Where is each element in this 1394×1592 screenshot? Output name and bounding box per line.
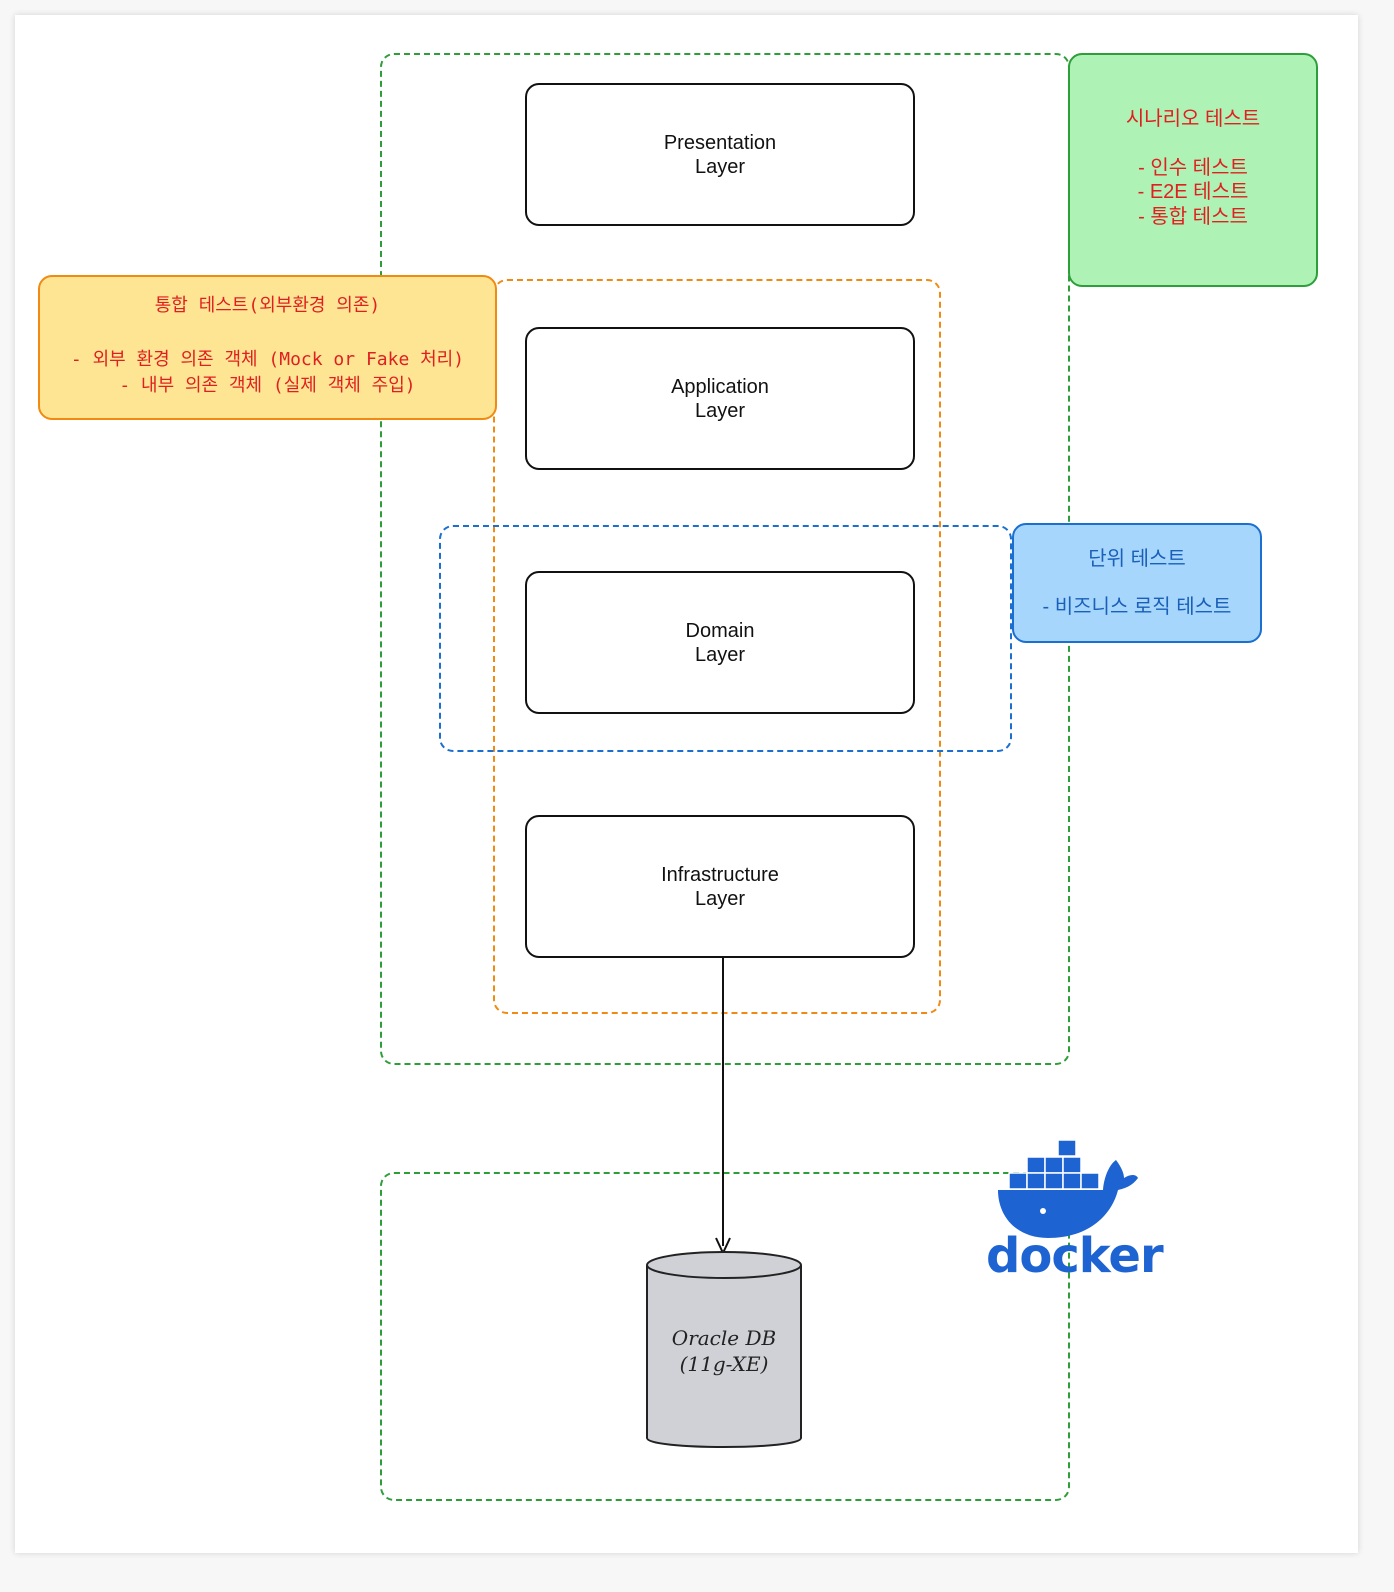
application-layer-line2: Layer (694, 399, 746, 422)
domain-layer-line1: Domain (685, 619, 755, 642)
unit-test-title: 단위 테스트 (1088, 548, 1186, 570)
docker-wordmark: docker (986, 1228, 1164, 1284)
integration-test-item: - 외부 환경 의존 객체 (Mock or Fake 처리) (70, 349, 465, 370)
integration-test-title: 통합 테스트(외부환경 의존) (154, 295, 381, 316)
infrastructure-layer: Infrastructure Layer (525, 815, 915, 958)
database-version: (11g-XE) (679, 1352, 769, 1376)
database-label: Oracle DB (11g-XE) (646, 1325, 802, 1377)
presentation-layer: Presentation Layer (525, 83, 915, 226)
docker-environment-scope (380, 1172, 1070, 1501)
unit-test-item: - 비즈니스 로직 테스트 (1042, 596, 1232, 618)
domain-layer-line2: Layer (694, 643, 746, 666)
domain-layer: Domain Layer (525, 571, 915, 714)
infrastructure-layer-line2: Layer (694, 887, 746, 910)
database-name: Oracle DB (671, 1326, 777, 1350)
scenario-test-item: - 인수 테스트 (1138, 156, 1248, 179)
unit-test-scope (439, 525, 1012, 752)
scenario-test-title: 시나리오 테스트 (1125, 108, 1261, 130)
application-layer-line1: Application (671, 375, 769, 398)
integration-test-scope (493, 279, 941, 1014)
database-cylinder-icon (646, 1251, 802, 1448)
scenario-test-item: - E2E 테스트 (1137, 181, 1249, 203)
docker-whale-icon (998, 1139, 1138, 1238)
integration-test-note: 통합 테스트(외부환경 의존) - 외부 환경 의존 객체 (Mock or F… (38, 275, 497, 420)
presentation-layer-line1: Presentation (663, 131, 777, 154)
unit-test-note: 단위 테스트 - 비즈니스 로직 테스트 (1012, 523, 1262, 643)
presentation-layer-line2: Layer (694, 155, 746, 178)
infrastructure-to-db-arrow (715, 958, 731, 1256)
scenario-test-item: - 통합 테스트 (1138, 205, 1248, 228)
integration-test-item: - 내부 의존 객체 (실제 객체 주입) (119, 375, 416, 396)
scenario-test-note: 시나리오 테스트 - 인수 테스트 - E2E 테스트 - 통합 테스트 (1068, 53, 1318, 287)
application-layer: Application Layer (525, 327, 915, 470)
infrastructure-layer-line1: Infrastructure (661, 863, 779, 886)
